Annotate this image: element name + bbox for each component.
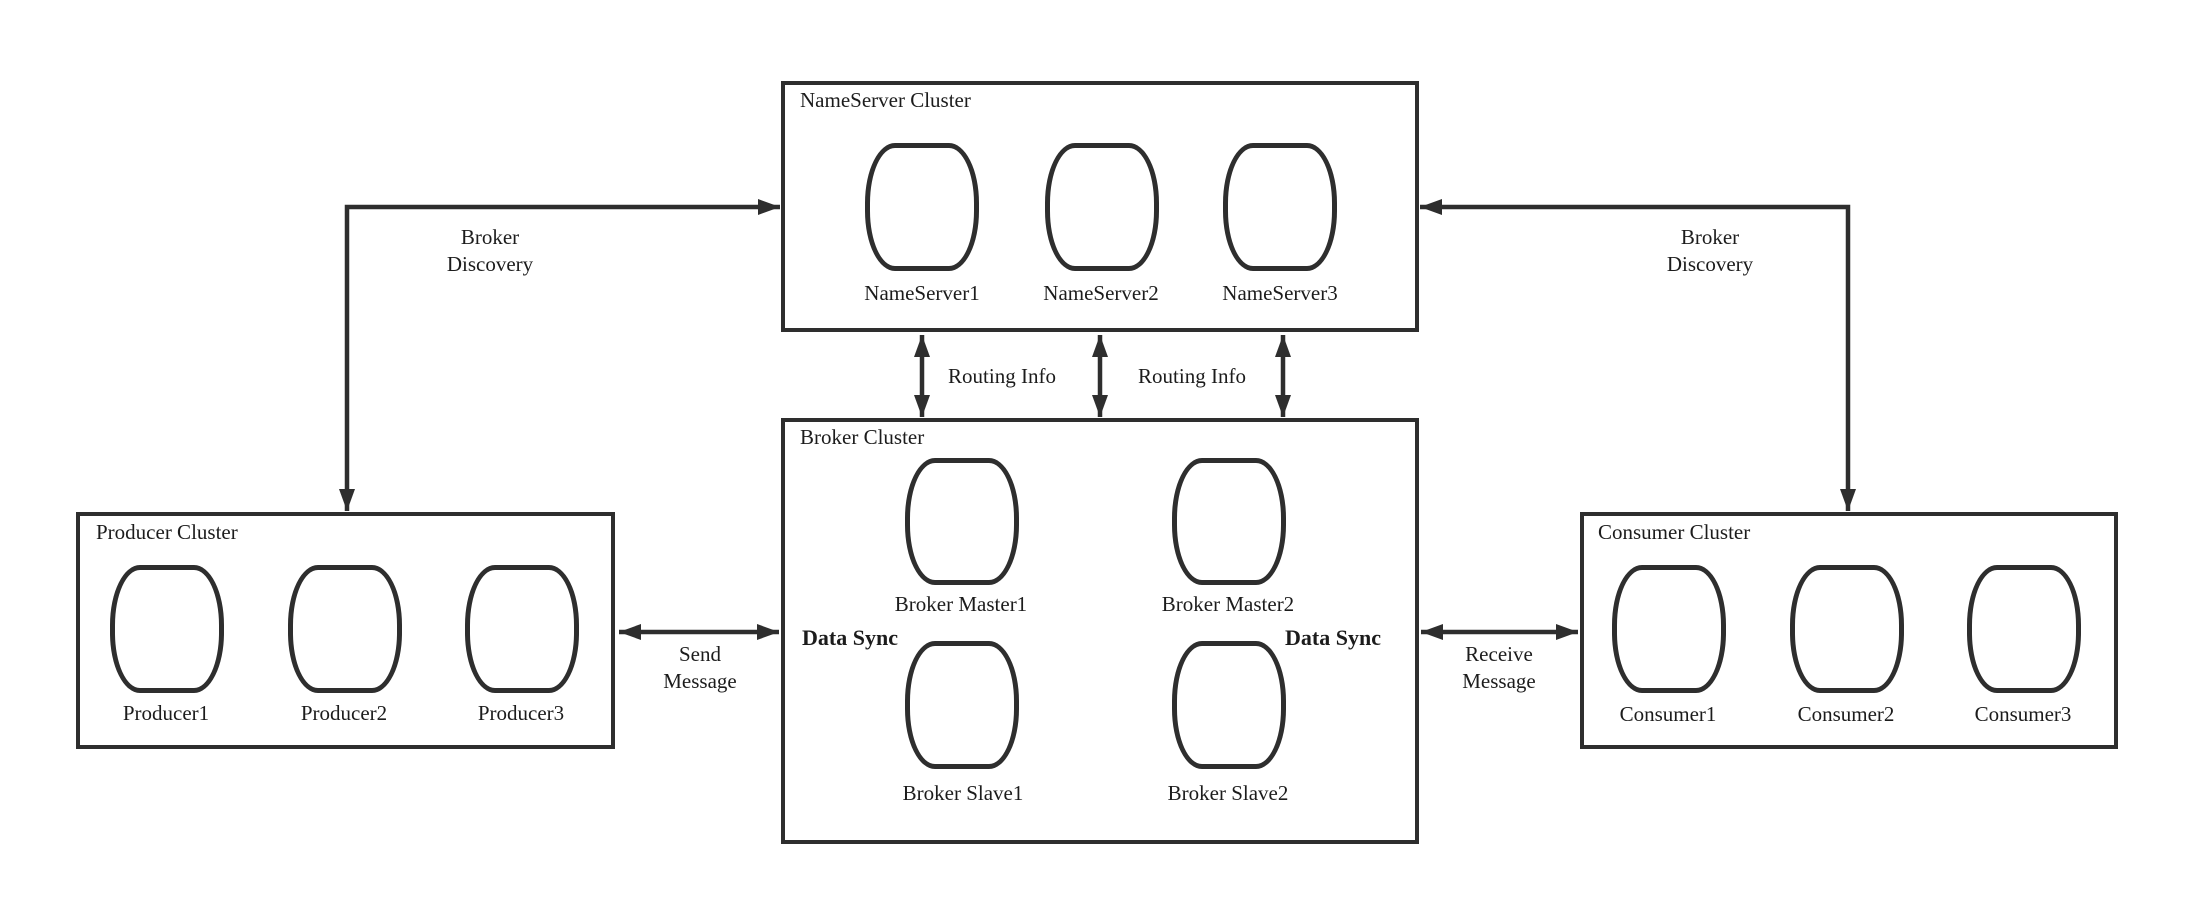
consumer1-node xyxy=(1612,565,1726,693)
consumer2-label: Consumer2 xyxy=(1797,702,1895,726)
broker-master2-node xyxy=(1172,458,1286,585)
data-sync-right-label: Data Sync xyxy=(1285,625,1381,650)
broker-discovery-left-label: Broker Discovery xyxy=(447,224,533,278)
broker-slave1-label: Broker Slave1 xyxy=(902,781,1024,805)
nameserver1-label: NameServer1 xyxy=(864,281,980,305)
broker-cluster-title: Broker Cluster xyxy=(800,425,925,449)
receive-message-line2: Message xyxy=(1462,669,1536,693)
broker-slave1-node xyxy=(905,641,1019,769)
producer1-label: Producer1 xyxy=(122,701,210,725)
producer-cluster-title: Producer Cluster xyxy=(96,520,238,544)
broker-master1-node xyxy=(905,458,1019,585)
nameserver3-label: NameServer3 xyxy=(1222,281,1338,305)
broker-discovery-left-connector xyxy=(339,199,780,511)
nameserver2-label: NameServer2 xyxy=(1043,281,1159,305)
broker-cluster-box xyxy=(781,418,1419,844)
send-message-line1: Send xyxy=(678,642,721,666)
broker-discovery-right-connector xyxy=(1420,199,1856,511)
consumer1-label: Consumer1 xyxy=(1619,702,1717,726)
receive-message-line1: Receive xyxy=(1465,642,1533,666)
producer1-node xyxy=(110,565,224,693)
routing-info-label-2: Routing Info xyxy=(1138,364,1246,388)
send-message-label: Send Message xyxy=(663,641,736,695)
producer3-label: Producer3 xyxy=(477,701,565,725)
nameserver3-node xyxy=(1223,143,1337,271)
nameserver2-node xyxy=(1045,143,1159,271)
broker-discovery-right-line1: Broker xyxy=(1680,225,1740,249)
broker-discovery-left-line2: Discovery xyxy=(446,252,534,276)
producer3-node xyxy=(465,565,579,693)
send-message-line2: Message xyxy=(663,669,737,693)
broker-master1-label: Broker Master1 xyxy=(894,592,1028,616)
nameserver1-node xyxy=(865,143,979,271)
consumer3-node xyxy=(1967,565,2081,693)
routing-info-label-1: Routing Info xyxy=(948,364,1056,388)
data-sync-left-label: Data Sync xyxy=(802,625,898,650)
receive-message-label: Receive Message xyxy=(1462,641,1535,695)
consumer3-label: Consumer3 xyxy=(1974,702,2072,726)
nameserver-cluster-title: NameServer Cluster xyxy=(800,88,971,112)
broker-discovery-right-label: Broker Discovery xyxy=(1667,224,1753,278)
consumer-cluster-title: Consumer Cluster xyxy=(1598,520,1751,544)
producer2-node xyxy=(288,565,402,693)
broker-discovery-left-line1: Broker xyxy=(460,225,520,249)
broker-discovery-right-line2: Discovery xyxy=(1666,252,1754,276)
broker-slave2-label: Broker Slave2 xyxy=(1167,781,1289,805)
broker-master2-label: Broker Master2 xyxy=(1161,592,1295,616)
consumer2-node xyxy=(1790,565,1904,693)
producer2-label: Producer2 xyxy=(300,701,388,725)
broker-slave2-node xyxy=(1172,641,1286,769)
